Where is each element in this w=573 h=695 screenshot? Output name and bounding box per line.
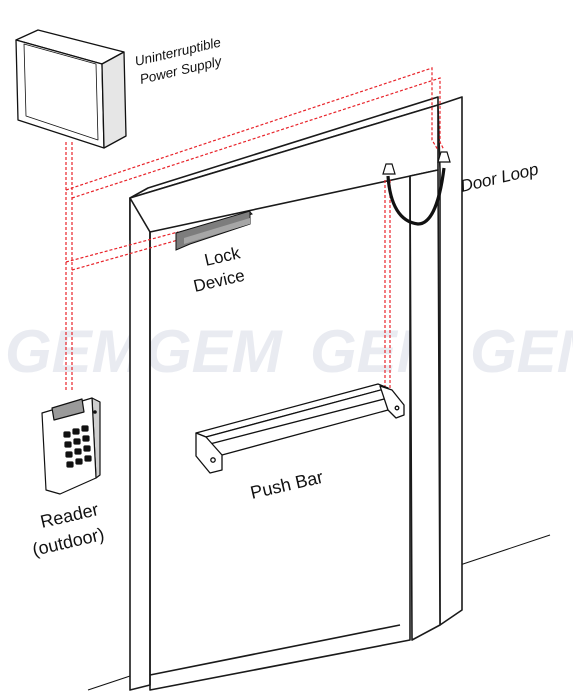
lock-device-label-line1: Lock: [203, 243, 243, 270]
push-bar-edge: [205, 397, 389, 446]
wire-lock-1: [65, 231, 179, 263]
push-bar-end-left: [195, 432, 223, 474]
ups-box: [15, 29, 127, 149]
lock-device-face: [184, 218, 250, 244]
wire-top-1: [65, 67, 439, 191]
floor-lines: [87, 534, 551, 691]
wire-lock-2: [71, 239, 179, 271]
reader-key: [75, 458, 83, 465]
ups-inner: [23, 43, 99, 141]
reader: [41, 397, 101, 495]
wiring: [65, 67, 445, 395]
push-bar-bolt-left: [210, 457, 216, 463]
door-loop-label: Door Loop: [459, 160, 541, 196]
ups-side: [101, 51, 127, 149]
door-frame: [129, 96, 463, 691]
push-bar-bolt-right: [394, 405, 400, 411]
reader-key: [72, 428, 80, 435]
reader-window: [51, 398, 85, 421]
reader-key: [65, 451, 73, 458]
door-loop: [382, 151, 451, 226]
frame-right-jamb-side: [409, 169, 441, 641]
reader-key: [82, 435, 90, 442]
watermark-text: GEM: [470, 318, 573, 385]
reader-led: [93, 410, 97, 414]
watermark: GEM GEM GEM GEM: [5, 318, 573, 385]
reader-key: [73, 438, 81, 445]
reader-key: [63, 431, 71, 438]
watermark-text: GEM: [145, 318, 284, 385]
door-opening: [149, 176, 411, 691]
watermark-text: GEM: [5, 318, 144, 385]
reader-key: [84, 455, 92, 462]
push-bar-label: Push Bar: [248, 467, 325, 503]
floor-line-left: [87, 675, 131, 691]
door-loop-connector-right: [437, 151, 451, 163]
reader-key: [66, 461, 74, 468]
reader-key: [83, 445, 91, 452]
reader-key: [64, 441, 72, 448]
door-loop-connector-left: [382, 163, 396, 175]
wire-top-2: [71, 77, 445, 199]
reader-key: [81, 425, 89, 432]
lock-device-label-line2: Device: [192, 266, 247, 296]
reader-key: [74, 448, 82, 455]
floor-line-right: [459, 534, 551, 566]
push-bar: [195, 383, 405, 474]
frame-left-jamb: [129, 197, 151, 691]
reader-keypad: [63, 425, 92, 468]
threshold: [149, 624, 401, 676]
door-loop-cable: [386, 167, 446, 226]
lock-device: [175, 210, 253, 251]
